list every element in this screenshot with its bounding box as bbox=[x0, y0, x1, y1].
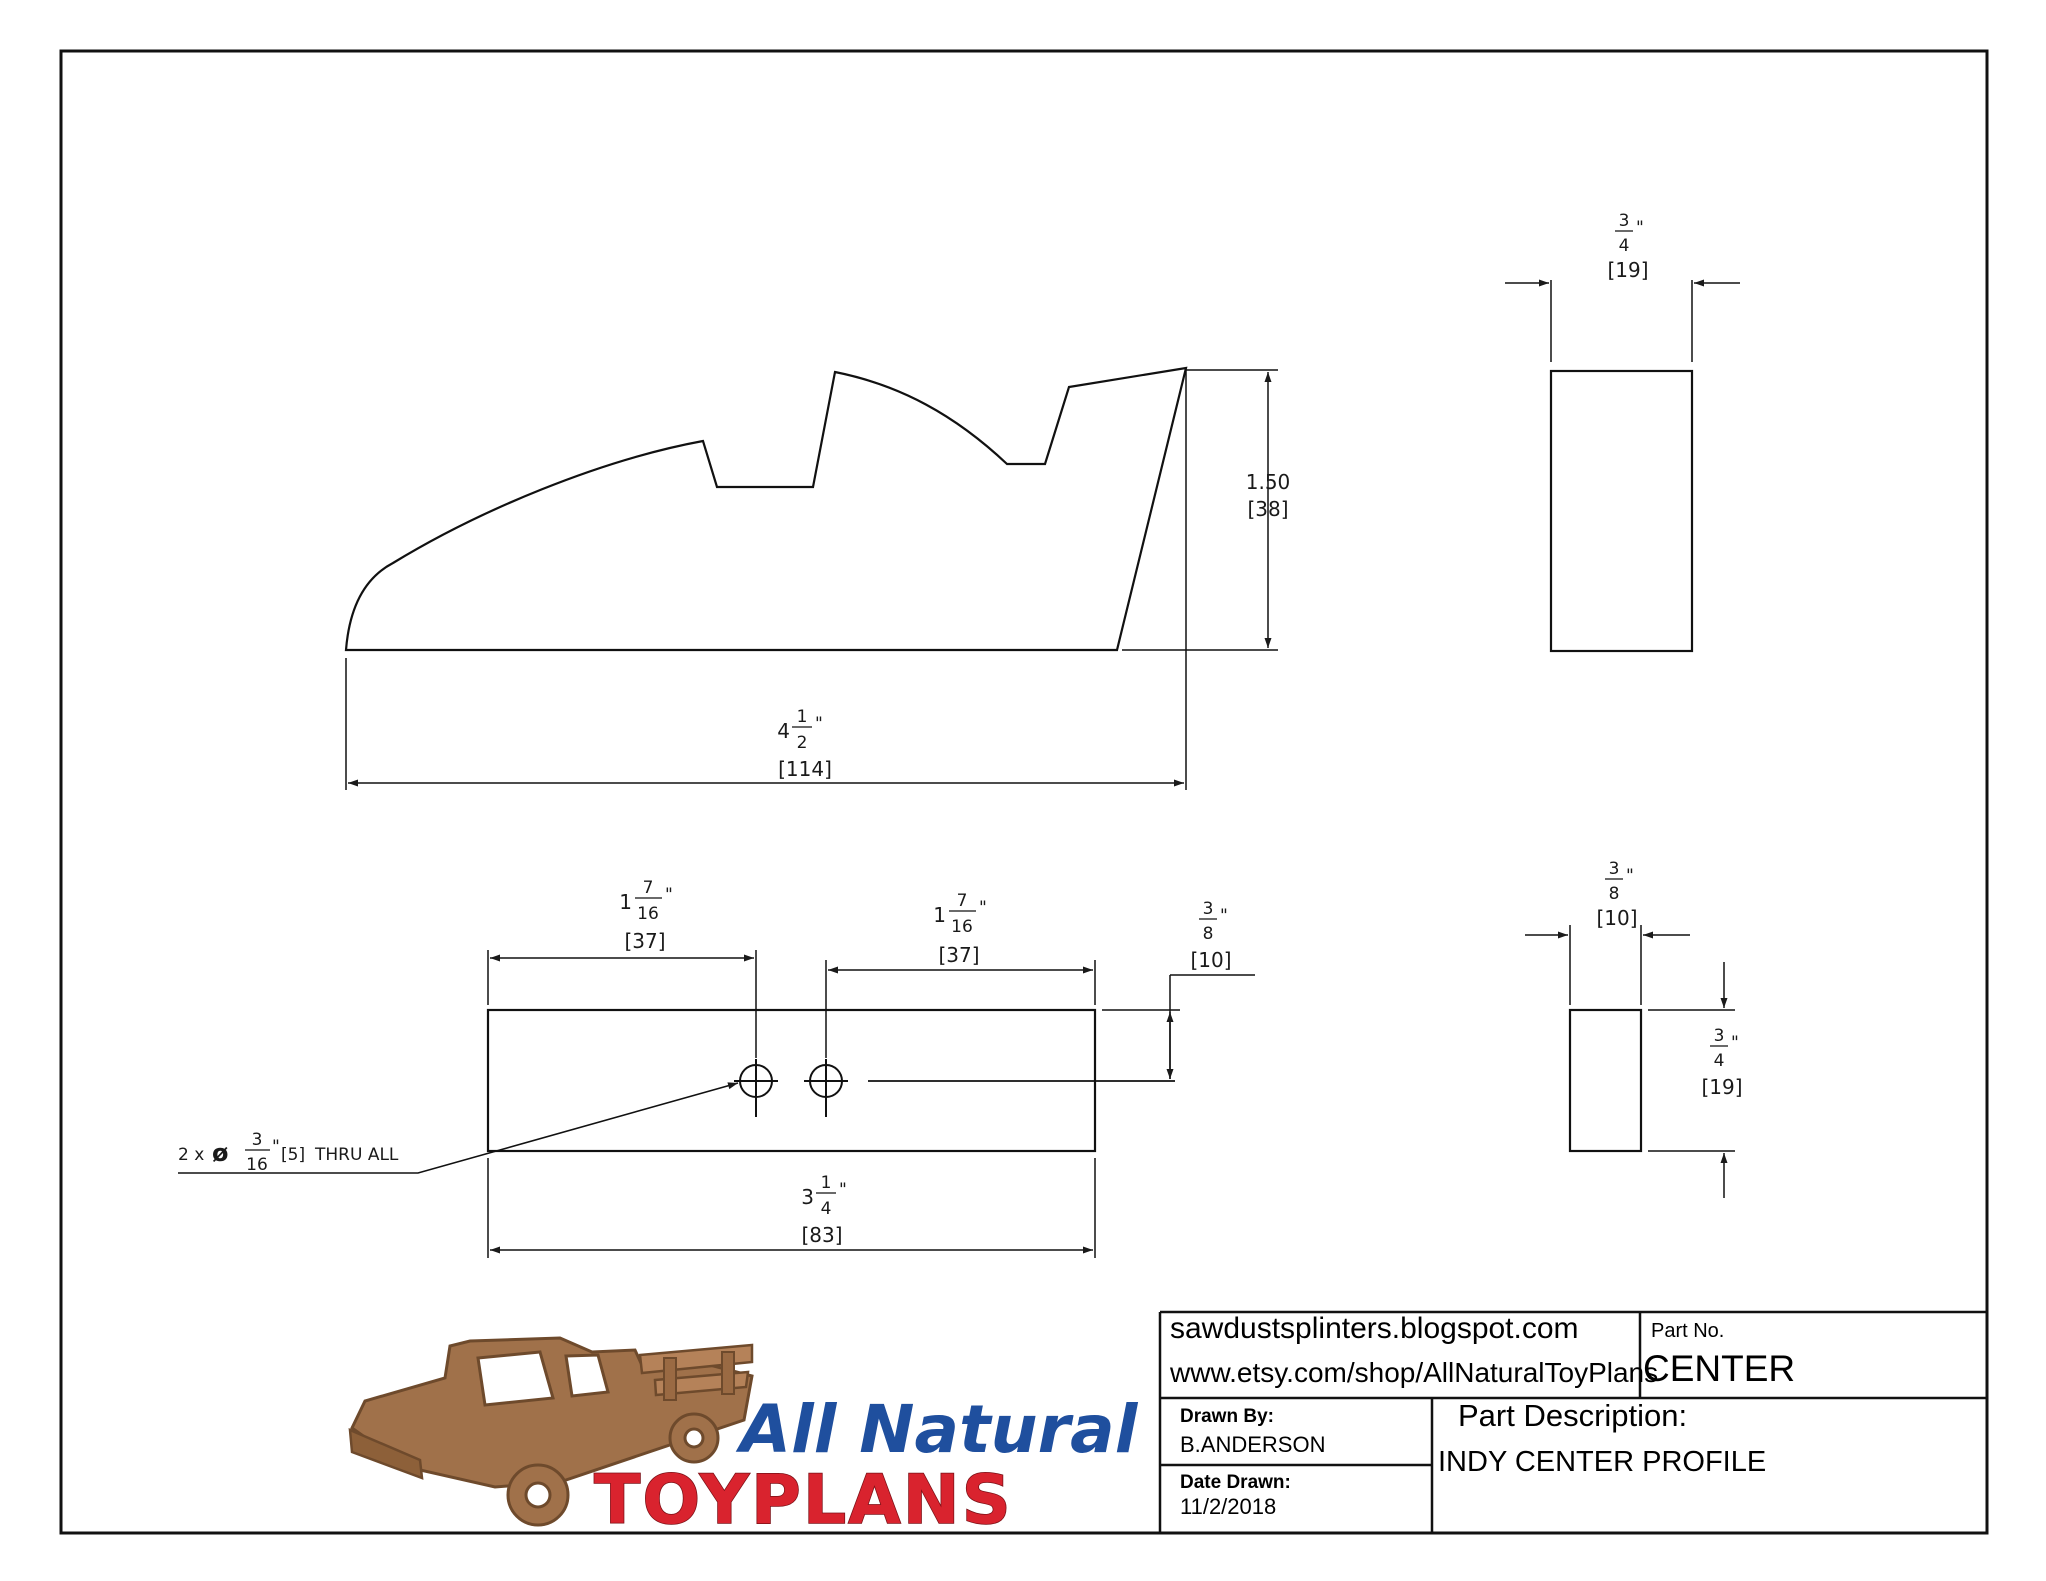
part-description-label: Part Description: bbox=[1458, 1398, 1688, 1433]
end-view-rect bbox=[1549, 369, 1694, 653]
small-end-height-dimension bbox=[1648, 962, 1735, 1198]
offset-dimension bbox=[1102, 974, 1255, 1079]
end-width-label: 3 4 " [19] bbox=[1607, 211, 1648, 282]
hole1-den: 16 bbox=[637, 904, 659, 924]
small-end-width-mm: [10] bbox=[1596, 906, 1637, 930]
hole-note-mm: [5] bbox=[281, 1145, 305, 1165]
hole1-whole: 1 bbox=[619, 890, 632, 914]
end-width-unit: " bbox=[1636, 218, 1644, 238]
hole2-den: 16 bbox=[951, 917, 973, 937]
end-width-num: 3 bbox=[1619, 211, 1630, 231]
top-length-den: 4 bbox=[821, 1199, 832, 1219]
small-end-rect bbox=[1568, 1008, 1643, 1153]
hole1-num: 7 bbox=[643, 878, 654, 898]
side-length-dimension bbox=[345, 370, 1187, 790]
hole1-label: 1 7 16 " [37] bbox=[619, 878, 673, 953]
hole2-num: 7 bbox=[957, 891, 968, 911]
end-width-mm: [19] bbox=[1607, 258, 1648, 282]
hole2-dimension bbox=[825, 960, 1096, 1058]
side-view bbox=[344, 366, 1188, 652]
side-height-dimension bbox=[1122, 369, 1278, 651]
logo-line1: All Natural bbox=[735, 1391, 1139, 1468]
top-length-unit: " bbox=[839, 1180, 847, 1200]
side-length-label: 4 1 2 " [114] bbox=[777, 707, 832, 781]
offset-unit: " bbox=[1220, 906, 1228, 926]
hole2-whole: 1 bbox=[933, 903, 946, 927]
hole1-unit: " bbox=[665, 885, 673, 905]
truck-logo-icon bbox=[348, 1336, 754, 1527]
url-etsy[interactable]: www.etsy.com/shop/AllNaturalToyPlans bbox=[1170, 1357, 1659, 1388]
side-profile-outline bbox=[344, 366, 1188, 652]
title-block bbox=[1158, 1310, 1987, 1533]
end-width-den: 4 bbox=[1619, 236, 1630, 256]
top-length-dimension bbox=[487, 1158, 1096, 1258]
hole1-mm: [37] bbox=[624, 929, 665, 953]
small-end-width-label: 3 8 " [10] bbox=[1596, 859, 1637, 930]
side-length-num: 1 bbox=[797, 707, 808, 727]
small-end-width-unit: " bbox=[1626, 866, 1634, 886]
offset-den: 8 bbox=[1203, 924, 1214, 944]
hole2-label: 1 7 16 " [37] bbox=[933, 891, 987, 967]
side-height-mm: [38] bbox=[1247, 497, 1288, 521]
hole-note-unit: " bbox=[272, 1137, 280, 1157]
top-length-mm: [83] bbox=[801, 1223, 842, 1247]
sheet-border bbox=[59, 49, 1989, 1535]
url-blog[interactable]: sawdustsplinters.blogspot.com bbox=[1170, 1312, 1579, 1345]
date-value: 11/2/2018 bbox=[1180, 1494, 1277, 1519]
top-length-label: 3 1 4 " [83] bbox=[801, 1173, 847, 1247]
hole-note-prefix: 2 x bbox=[178, 1145, 204, 1165]
part-description-value: INDY CENTER PROFILE bbox=[1438, 1446, 1767, 1478]
hole2-mm: [37] bbox=[938, 943, 979, 967]
hole-note-num: 3 bbox=[252, 1130, 263, 1150]
small-end-width-dimension bbox=[1525, 925, 1690, 1005]
side-height-inch: 1.50 bbox=[1246, 470, 1291, 494]
hole2-unit: " bbox=[979, 898, 987, 918]
hole-callout-leader bbox=[178, 1082, 739, 1174]
hole-1 bbox=[734, 1059, 778, 1117]
hole-2 bbox=[804, 1059, 848, 1117]
small-end-height-label: 3 4 " [19] bbox=[1701, 1026, 1742, 1099]
side-length-mm: [114] bbox=[778, 757, 832, 781]
part-no-value: CENTER bbox=[1643, 1348, 1796, 1389]
side-length-whole: 4 bbox=[777, 719, 790, 743]
offset-num: 3 bbox=[1203, 899, 1214, 919]
hole1-dimension bbox=[487, 950, 757, 1058]
small-end-height-num: 3 bbox=[1714, 1026, 1725, 1046]
part-no-label: Part No. bbox=[1651, 1320, 1725, 1342]
logo-line2: TOYPLANS bbox=[594, 1461, 1013, 1540]
offset-mm: [10] bbox=[1190, 948, 1231, 972]
top-length-whole: 3 bbox=[801, 1185, 814, 1209]
offset-label: 3 8 " [10] bbox=[1190, 899, 1231, 972]
diameter-symbol: ø bbox=[212, 1139, 229, 1167]
side-length-den: 2 bbox=[797, 733, 808, 753]
top-length-num: 1 bbox=[821, 1173, 832, 1193]
hole-callout: 2 x ø 3 16 " [5] THRU ALL bbox=[178, 1130, 399, 1175]
small-end-height-unit: " bbox=[1731, 1033, 1739, 1053]
small-end-width-den: 8 bbox=[1609, 884, 1620, 904]
hole-note-suffix: THRU ALL bbox=[314, 1145, 399, 1165]
drawn-by-label: Drawn By: bbox=[1180, 1406, 1274, 1427]
drawn-by-value: B.ANDERSON bbox=[1180, 1432, 1326, 1457]
date-label: Date Drawn: bbox=[1180, 1472, 1291, 1493]
side-length-unit: " bbox=[815, 714, 823, 734]
logo: All Natural TOYPLANS bbox=[348, 1336, 1140, 1541]
small-end-height-den: 4 bbox=[1714, 1051, 1725, 1071]
small-end-width-num: 3 bbox=[1609, 859, 1620, 879]
hole-note-den: 16 bbox=[246, 1155, 268, 1175]
end-width-dimension bbox=[1505, 279, 1740, 362]
small-end-height-mm: [19] bbox=[1701, 1075, 1742, 1099]
